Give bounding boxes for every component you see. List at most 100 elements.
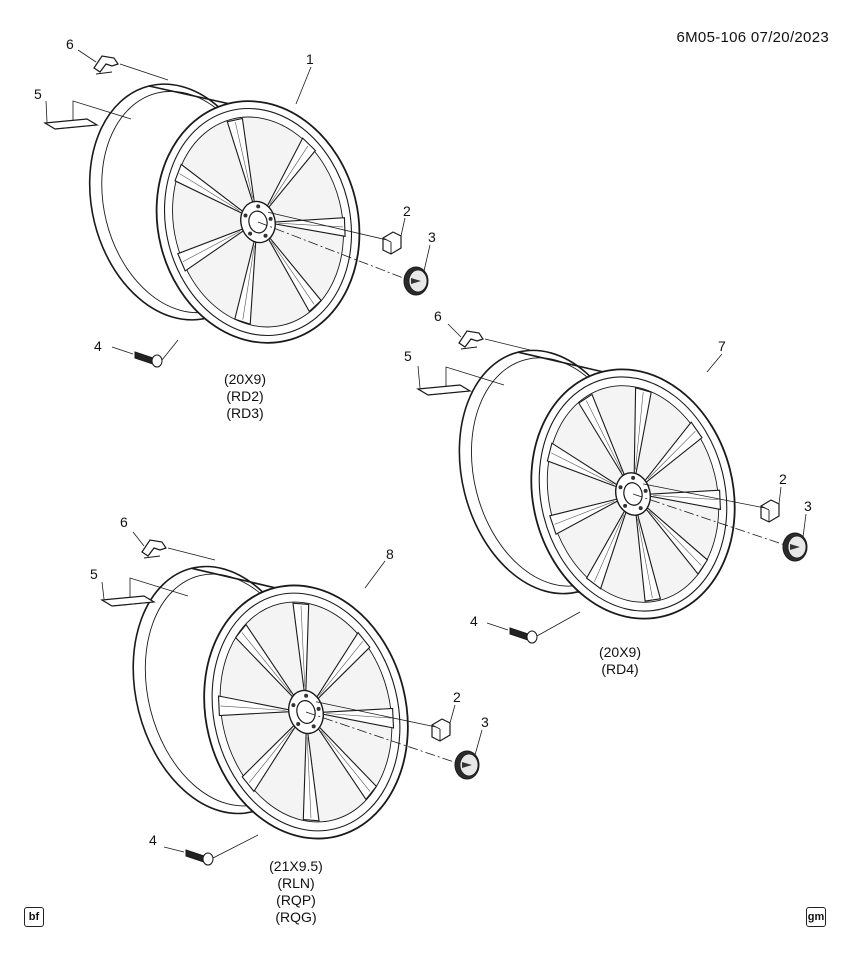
wheel-spoke-ridge (241, 632, 292, 694)
wheel-assembly (43, 49, 431, 368)
wheel-spoke-ridge (586, 400, 623, 472)
lug-hole (268, 216, 273, 221)
lug-hole (243, 213, 248, 218)
lug-hole (291, 703, 296, 708)
wheel-spoke-ridge (248, 728, 293, 783)
leader-line (295, 66, 312, 105)
wheel-barrel-edge (517, 351, 603, 373)
callout-nut-2: 2 (779, 471, 787, 487)
lug-hole (643, 488, 648, 493)
crest-emblem-icon (462, 762, 472, 768)
assembly-line (445, 366, 505, 386)
callout-clip-2: 6 (434, 308, 442, 324)
size-label: (20X9) (598, 644, 642, 660)
lug-hole (618, 485, 623, 490)
wheel-spoke-ridge (326, 713, 392, 719)
clip-weight-edge (95, 71, 113, 75)
lug-hole (256, 204, 261, 209)
leader-line (486, 622, 509, 631)
lug-nut (382, 231, 402, 255)
leader-line (474, 729, 483, 756)
callout-cap-3: 3 (481, 714, 489, 730)
valve-stem-nut (202, 852, 214, 866)
wheel-spoke-ridge (653, 495, 719, 500)
size-label: (RD4) (601, 661, 639, 677)
valve-stem (509, 627, 529, 641)
leader-line (802, 513, 807, 538)
leader-line (132, 531, 145, 547)
clip-weight (141, 539, 167, 557)
callout-weight-1: 5 (34, 86, 42, 102)
assembly-line (129, 577, 189, 597)
callout-wheel-2: 7 (718, 338, 726, 354)
valve-stem-nut (151, 354, 163, 368)
lug-hole (263, 233, 268, 238)
leader-line (706, 353, 723, 373)
wheel-barrel-edge (191, 567, 276, 589)
leader-line (778, 486, 782, 505)
clip-weight-edge (143, 555, 161, 559)
leader-line (45, 100, 48, 123)
size-label: (RQG) (275, 909, 317, 925)
wheel-spoke-ridge (551, 452, 614, 485)
assembly-line (167, 547, 216, 561)
lug-hole (296, 722, 301, 726)
callout-nut-3: 2 (453, 689, 461, 705)
wheel-spoke-ridge (182, 231, 241, 262)
callout-valve-3: 4 (149, 832, 157, 848)
size-block-2: (20X9) (RD4) (580, 644, 660, 678)
wheel-spoke-ridge (319, 641, 364, 696)
crest-emblem-icon (411, 278, 421, 284)
assembly-line (484, 338, 531, 351)
leader-line (111, 346, 134, 355)
wheel-face-lip (538, 376, 728, 612)
callout-wheel-1: 1 (306, 51, 314, 67)
callout-cap-1: 3 (428, 229, 436, 245)
lug-hole (316, 706, 321, 711)
lug-nut (431, 718, 451, 742)
wheel-face-lip (211, 592, 401, 832)
size-label: (RD2) (226, 388, 264, 404)
callout-clip-1: 6 (66, 36, 74, 52)
leader-line (163, 846, 185, 853)
callout-weight-3: 5 (90, 566, 98, 582)
size-label: (RQP) (276, 892, 316, 908)
assembly-line (72, 100, 132, 120)
leader-line (364, 560, 386, 589)
crest-emblem-icon (790, 544, 800, 550)
leader-line (77, 49, 97, 63)
wheel-spoke-ridge (300, 605, 306, 687)
wheel-spoke-ridge (269, 145, 309, 205)
lug-hole (623, 503, 628, 508)
valve-stem (134, 351, 154, 365)
assembly-centerline (632, 493, 786, 546)
diagram-code: 6M05-106 07/20/2023 (676, 29, 829, 46)
wheel-spoke-ridge (635, 391, 644, 470)
lug-hole (248, 231, 253, 236)
wheel-spoke-ridge (320, 730, 371, 792)
valve-stem-nut (526, 630, 538, 644)
wheel-spoke-ridge (554, 500, 615, 525)
wheel-spoke-ridge (649, 510, 702, 566)
lug-hole (638, 506, 643, 511)
balance-weight-edge (427, 390, 471, 396)
assembly-centerline (257, 221, 407, 280)
wheel-spoke-ridge (594, 514, 625, 582)
leader-line (423, 244, 431, 272)
gm-logo-badge: gm (806, 907, 826, 927)
assembly-line (642, 483, 766, 509)
wheel-spoke-ridge (235, 122, 253, 199)
lug-hole (311, 724, 316, 729)
leader-line (449, 704, 456, 724)
assembly-line (212, 834, 259, 859)
assembly-line (315, 701, 437, 728)
leader-line (417, 365, 421, 389)
clip-weight (458, 330, 484, 348)
lug-hole (631, 475, 636, 480)
size-label: (21X9.5) (269, 858, 323, 874)
callout-weight-2: 5 (404, 348, 412, 364)
wheel-spoke-ridge (179, 173, 240, 211)
callout-nut-1: 2 (403, 203, 411, 219)
